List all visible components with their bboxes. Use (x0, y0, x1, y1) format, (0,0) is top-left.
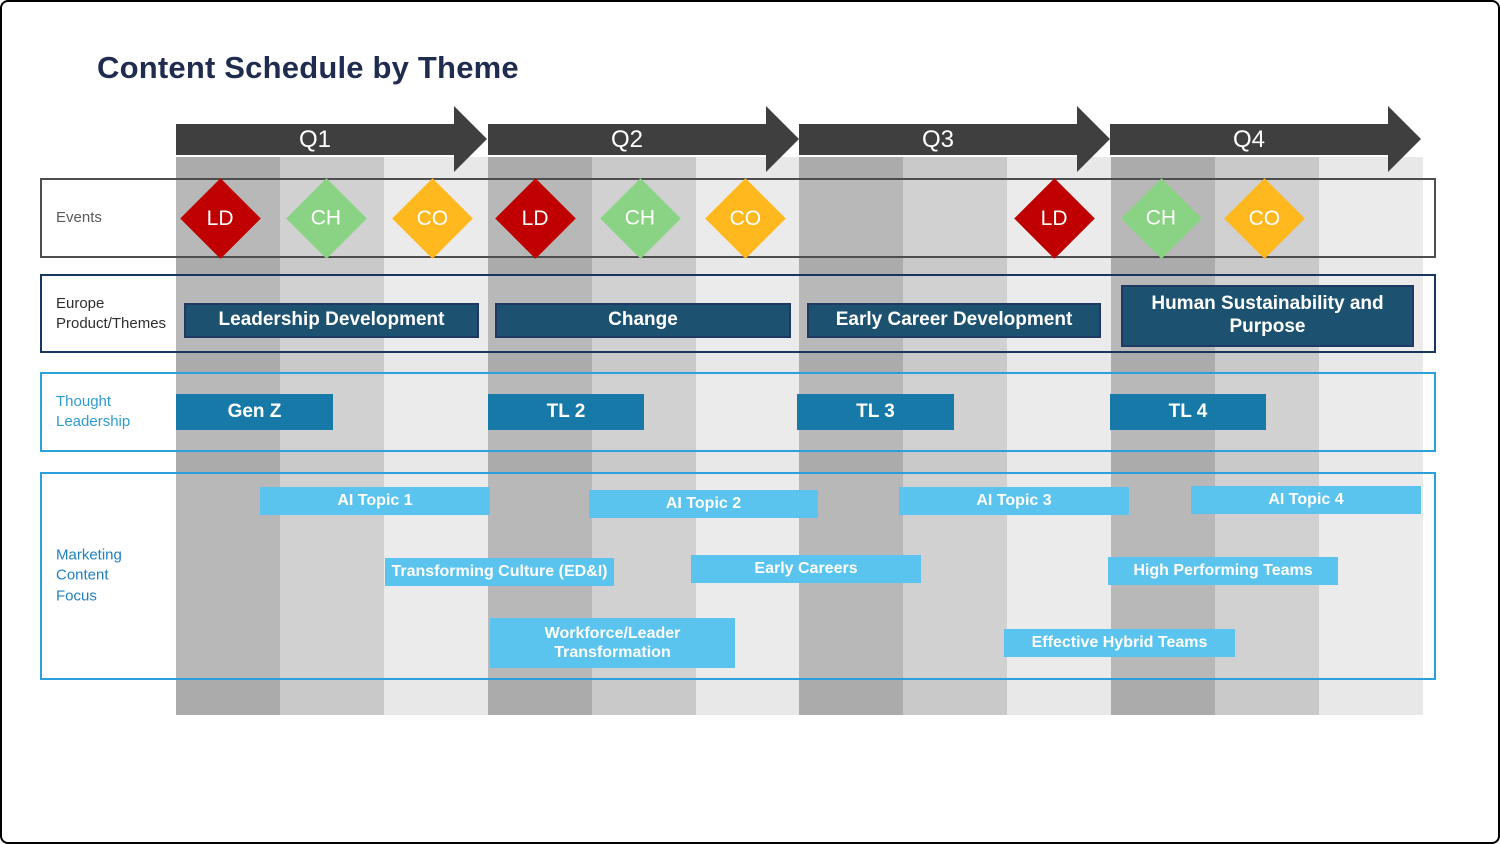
mkt-bar-ai-topic-2: AI Topic 2 (589, 490, 818, 518)
event-marker-label: CH (625, 206, 656, 230)
mkt-bar-ai-topic-4: AI Topic 4 (1191, 486, 1421, 514)
marketing-row-label: Marketing Content Focus (56, 546, 122, 605)
mkt-bar-effective-hybrid-teams: Effective Hybrid Teams (1004, 629, 1235, 657)
mkt-bar-transforming-culture: Transforming Culture (ED&I) (385, 558, 614, 586)
theme-bar-change: Change (495, 303, 791, 338)
event-marker-label: CH (311, 206, 342, 230)
mkt-bar-workforce-leader-transformation: Workforce/Leader Transformation (490, 618, 735, 668)
quarter-label-q1: Q1 (298, 125, 331, 153)
theme-bar-leadership-development: Leadership Development (184, 303, 479, 338)
quarter-label-q3: Q3 (921, 125, 954, 153)
quarter-arrow-q1: Q1 (176, 124, 454, 155)
tl-bar-tl3: TL 3 (797, 394, 954, 430)
events-row-label: Events (56, 208, 102, 226)
theme-bar-early-career-development: Early Career Development (807, 303, 1101, 338)
tl-bar-tl4: TL 4 (1110, 394, 1266, 430)
quarter-arrow-q3: Q3 (799, 124, 1077, 155)
quarter-arrow-q1-head-icon (454, 106, 487, 172)
event-marker-label: LD (1041, 206, 1068, 230)
month-stripe-12 (1319, 157, 1423, 715)
event-marker-label: CO (1248, 206, 1281, 230)
mkt-bar-early-careers: Early Careers (691, 555, 921, 583)
quarter-arrow-q2-head-icon (766, 106, 799, 172)
month-stripe-7 (799, 157, 903, 715)
quarter-arrow-q2: Q2 (488, 124, 766, 155)
mkt-bar-ai-topic-3: AI Topic 3 (899, 487, 1129, 515)
page-title: Content Schedule by Theme (97, 50, 519, 85)
thought-leadership-row-label: Thought Leadership (56, 392, 131, 430)
europe-row-label: Europe Product/Themes (56, 294, 167, 332)
event-marker-label: CO (729, 206, 762, 230)
event-marker-label: CH (1146, 206, 1177, 230)
event-marker-label: CO (416, 206, 449, 230)
quarter-arrow-q3-head-icon (1077, 106, 1110, 172)
quarter-arrow-q4: Q4 (1110, 124, 1388, 155)
event-marker-label: LD (522, 206, 549, 230)
event-marker-label: LD (207, 206, 234, 230)
tl-bar-gen-z: Gen Z (176, 394, 333, 430)
mkt-bar-high-performing-teams: High Performing Teams (1108, 557, 1338, 585)
mkt-bar-ai-topic-1: AI Topic 1 (260, 487, 490, 515)
quarter-label-q4: Q4 (1232, 125, 1265, 153)
month-stripe-8 (903, 157, 1007, 715)
tl-bar-tl2: TL 2 (488, 394, 644, 430)
quarter-label-q2: Q2 (610, 125, 643, 153)
quarter-arrow-q4-head-icon (1388, 106, 1421, 172)
theme-bar-human-sustainability: Human Sustainability and Purpose (1121, 285, 1414, 347)
